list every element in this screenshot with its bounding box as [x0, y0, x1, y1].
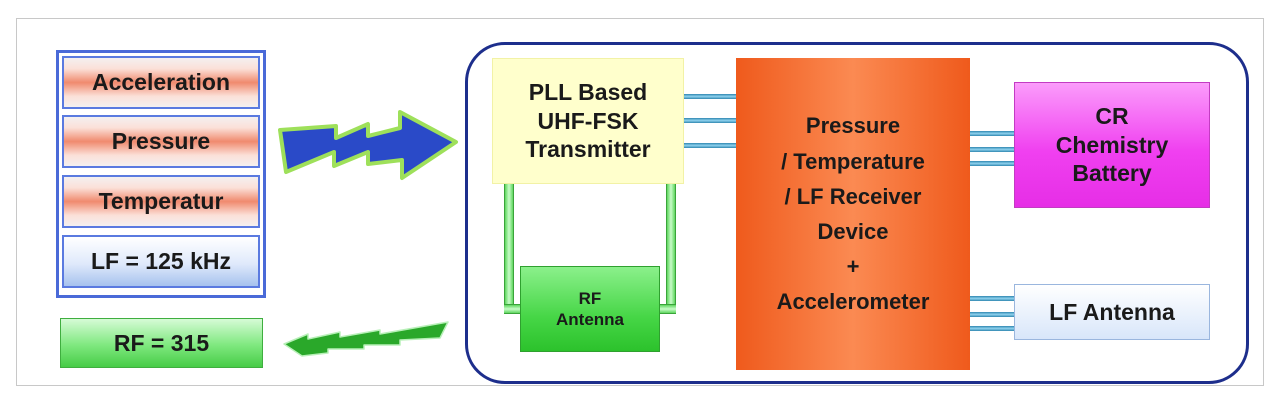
sensor-pressure: Pressure — [62, 115, 260, 168]
bus-line — [970, 131, 1014, 136]
sensor-stack: Acceleration Pressure Temperatur LF = 12… — [56, 50, 266, 298]
receiver-label-line: / LF Receiver — [784, 183, 922, 209]
rf-antenna-block: RF Antenna — [520, 266, 660, 352]
outgoing-signal-arrow — [283, 321, 449, 357]
bus-line — [970, 147, 1014, 152]
battery-label-line: Chemistry — [1055, 131, 1169, 158]
antenna-feed-line — [656, 304, 676, 314]
bus-line — [684, 118, 736, 123]
receiver-label-line: Device — [817, 219, 889, 244]
antenna-feed-line — [504, 304, 524, 314]
antenna-feed-line — [504, 184, 514, 314]
bus-line — [970, 326, 1014, 331]
bus-line — [684, 143, 736, 148]
battery-label-line: CR — [1095, 102, 1129, 129]
pll-transmitter-block: PLL Based UHF-FSK Transmitter — [492, 58, 684, 184]
lf-antenna-block: LF Antenna — [1014, 284, 1210, 340]
receiver-label-line: / Temperature — [781, 148, 925, 174]
rf-antenna-label-line: Antenna — [556, 310, 624, 329]
receiver-device-block: Pressure / Temperature / LF Receiver Dev… — [736, 58, 970, 370]
receiver-label-line: Accelerometer — [776, 289, 930, 315]
antenna-feed-line — [666, 184, 676, 314]
pll-label-line: Transmitter — [525, 136, 651, 163]
pll-label-line: PLL Based — [528, 78, 648, 105]
battery-block: CR Chemistry Battery — [1014, 82, 1210, 208]
pll-label-line: UHF-FSK — [537, 107, 639, 134]
bus-line — [970, 161, 1014, 166]
battery-label-line: Battery — [1072, 160, 1152, 187]
bus-line — [970, 312, 1014, 317]
rf-frequency-box: RF = 315 — [60, 318, 263, 368]
bus-line — [970, 296, 1014, 301]
receiver-label-line: Pressure — [805, 113, 901, 139]
lf-frequency-box: LF = 125 kHz — [62, 235, 260, 288]
rf-antenna-label-line: RF — [578, 288, 602, 308]
receiver-label-line: + — [846, 254, 860, 280]
incoming-signal-arrow — [278, 110, 458, 180]
sensor-temperature: Temperatur — [62, 175, 260, 228]
bus-line — [684, 94, 736, 99]
sensor-acceleration: Acceleration — [62, 56, 260, 109]
